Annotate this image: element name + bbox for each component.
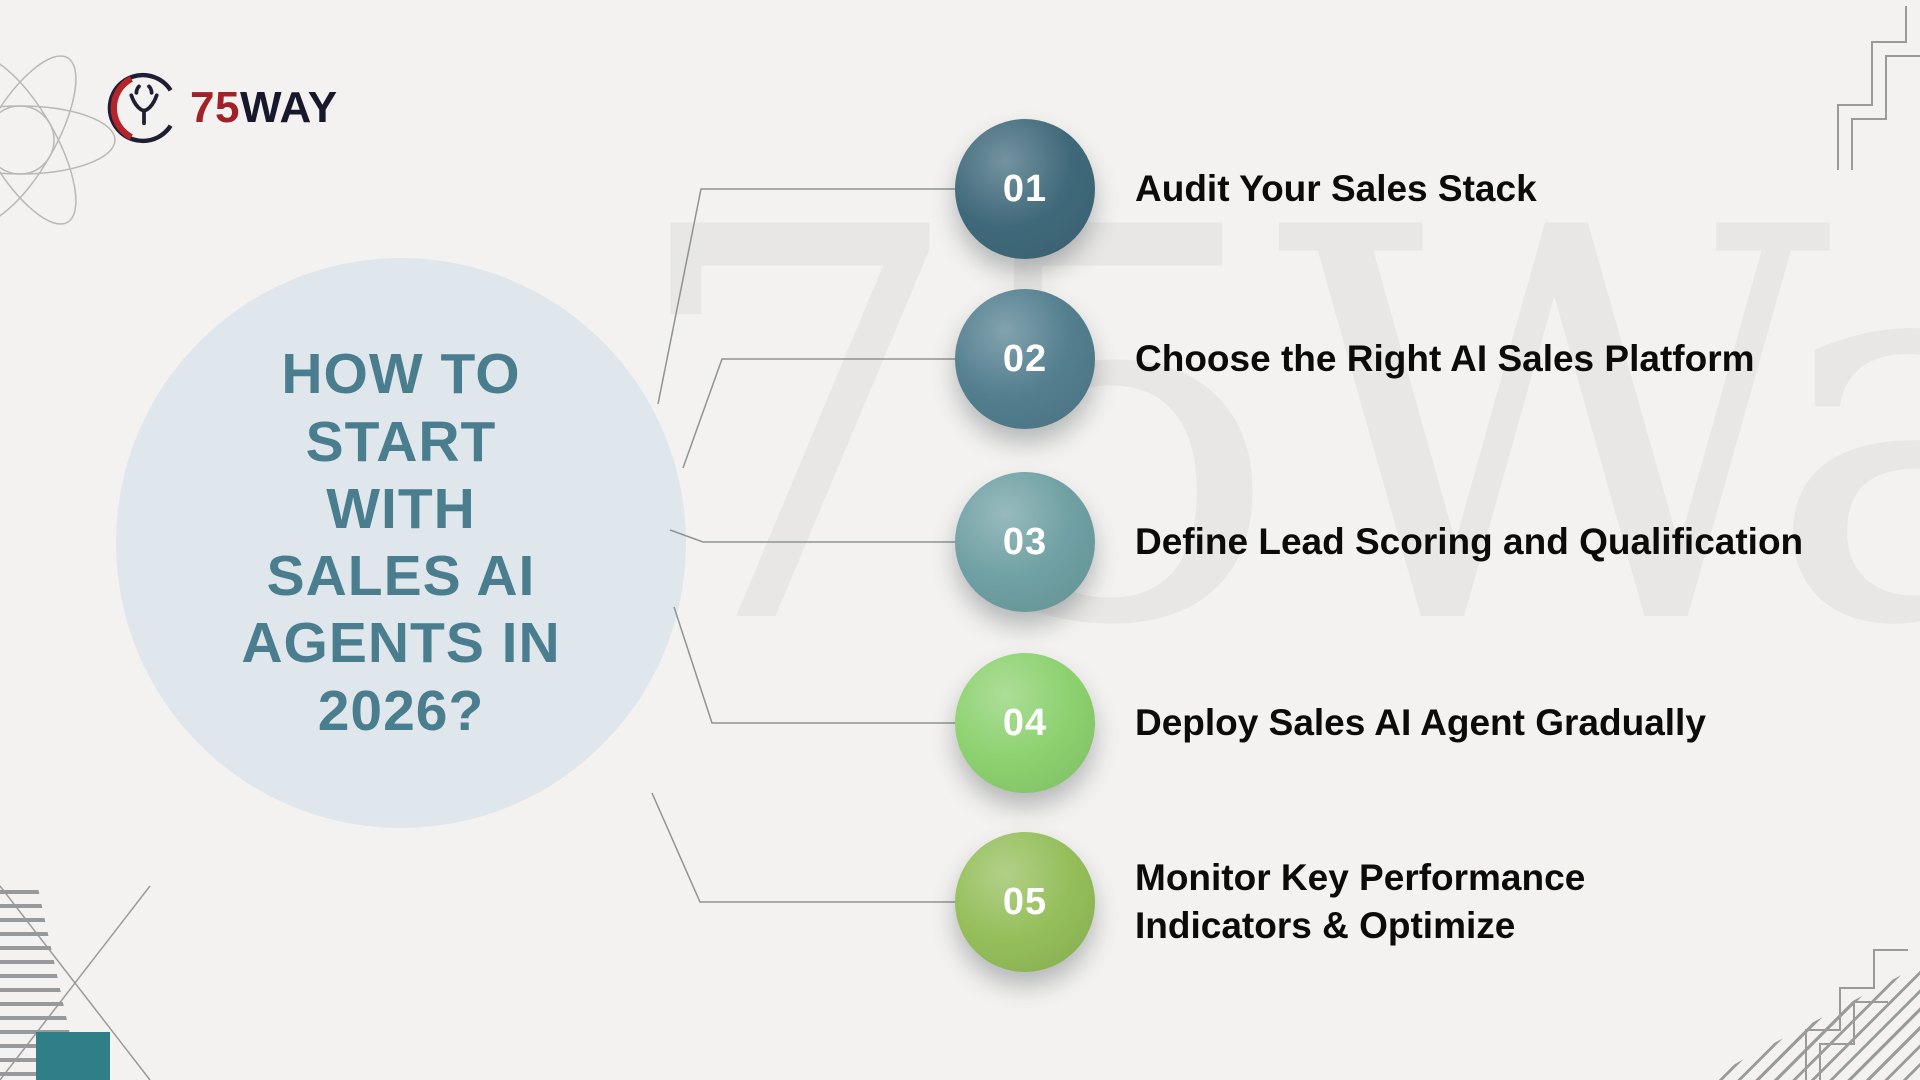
step-circle: 02 — [955, 289, 1095, 429]
step-circle: 04 — [955, 653, 1095, 793]
step-number: 03 — [1002, 520, 1048, 563]
step-circle: 01 — [955, 119, 1095, 259]
step-number: 01 — [1002, 167, 1048, 210]
step-label: Monitor Key Performance Indicators & Opt… — [1135, 856, 1586, 946]
step-label: Audit Your Sales Stack — [1135, 167, 1537, 209]
connector-step-1 — [657, 188, 957, 405]
connector-step-2 — [682, 358, 957, 469]
connector-step-5 — [651, 792, 957, 903]
title-line: 2026? — [317, 678, 485, 743]
title-line: AGENTS IN — [241, 611, 561, 676]
title-circle — [116, 258, 686, 828]
logo-word: WAY — [239, 83, 338, 132]
connector-step-4 — [673, 606, 957, 724]
logo: 75WAY — [106, 70, 338, 146]
teal-square-ornament — [36, 1032, 110, 1080]
step-row: 05 Monitor Key Performance Indicators & … — [955, 832, 1585, 972]
logo-text: 75WAY — [190, 86, 338, 130]
logo-icon — [107, 72, 173, 144]
step-label: Define Lead Scoring and Qualification — [1135, 520, 1804, 562]
title-line: SALES AI — [266, 544, 536, 608]
step-row: 04 Deploy Sales AI Agent Gradually — [955, 653, 1706, 793]
step-label: Choose the Right AI Sales Platform — [1135, 337, 1755, 379]
title-line: WITH — [326, 476, 476, 541]
step-number: 04 — [1002, 701, 1048, 744]
step-number: 05 — [1002, 880, 1048, 923]
step-row: 02 Choose the Right AI Sales Platform — [955, 289, 1755, 429]
title-line: START — [305, 409, 497, 474]
step-circle: 03 — [955, 472, 1095, 612]
page-title: HOW TO START WITH SALES AI AGENTS IN 202… — [116, 258, 686, 828]
step-number: 02 — [1002, 337, 1048, 380]
connector-step-3 — [669, 529, 957, 543]
step-label: Deploy Sales AI Agent Gradually — [1135, 701, 1706, 743]
step-row: 03 Define Lead Scoring and Qualification — [955, 472, 1803, 612]
step-circle: 05 — [955, 832, 1095, 972]
title-line: HOW TO — [281, 342, 521, 407]
step-row: 01 Audit Your Sales Stack — [955, 119, 1537, 259]
logo-number: 75 — [190, 83, 240, 132]
